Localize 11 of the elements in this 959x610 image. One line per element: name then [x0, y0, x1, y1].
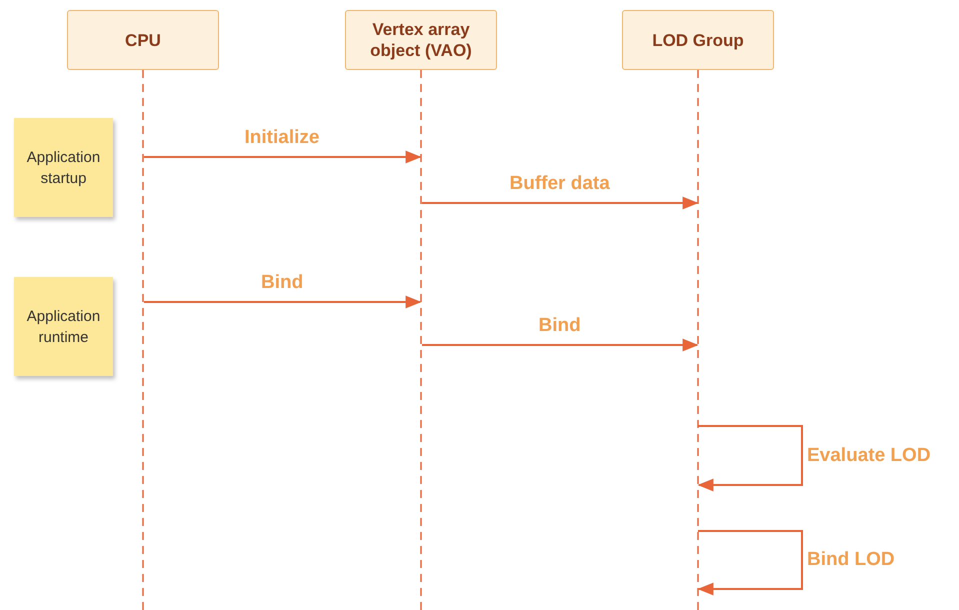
message-arrow	[144, 296, 422, 308]
message-arrow	[422, 338, 699, 352]
sticky-note: Application runtime	[14, 277, 113, 376]
message-arrow	[144, 150, 422, 164]
sticky-note: Application startup	[14, 118, 113, 217]
participant-name: CPU	[125, 30, 161, 50]
participant-name: Vertex array object (VAO)	[369, 19, 473, 61]
message-arrow	[697, 425, 803, 492]
participant-name: LOD Group	[652, 30, 744, 50]
message-arrow	[697, 530, 803, 596]
message-arrow	[422, 196, 699, 210]
